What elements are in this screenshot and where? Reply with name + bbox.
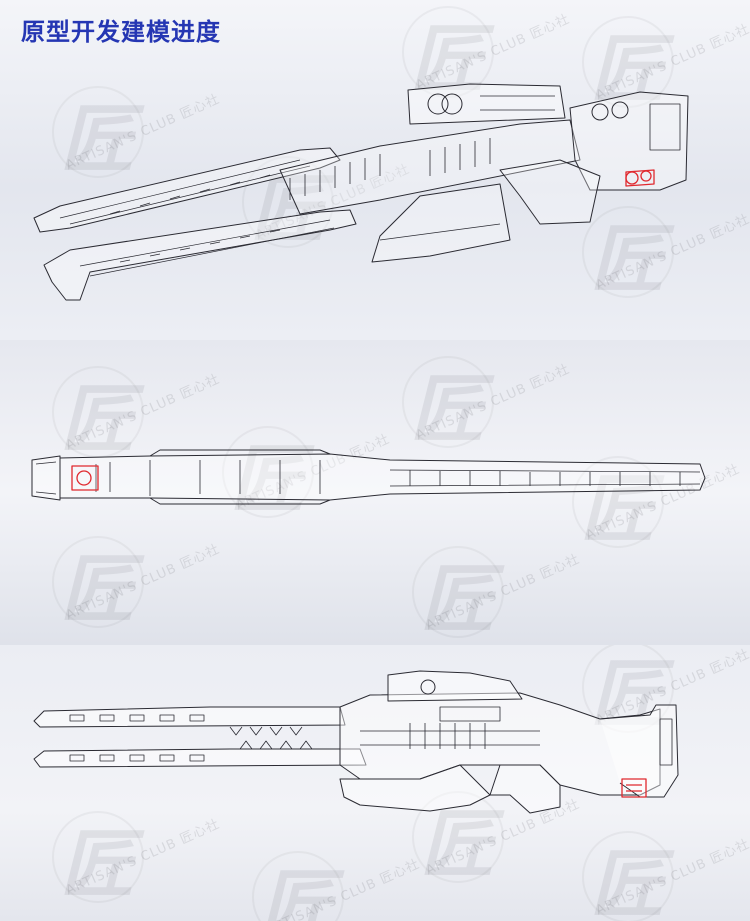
side-view-rifle-model (33, 670, 679, 814)
page-title: 原型开发建模进度 (21, 18, 221, 46)
top-view-rifle-model (31, 449, 706, 505)
top-view-panel: 匠 ARTISAN'S CLUB 匠心社 匠 ARTISAN'S CLUB 匠心… (0, 340, 750, 645)
isometric-rifle-model (33, 83, 689, 301)
side-view-panel: 匠 ARTISAN'S CLUB 匠心社 匠 ARTISAN'S CLUB 匠心… (0, 645, 750, 921)
isometric-view-panel: 匠 ARTISAN'S CLUB 匠心社 匠 ARTISAN'S CLUB 匠心… (0, 0, 750, 340)
